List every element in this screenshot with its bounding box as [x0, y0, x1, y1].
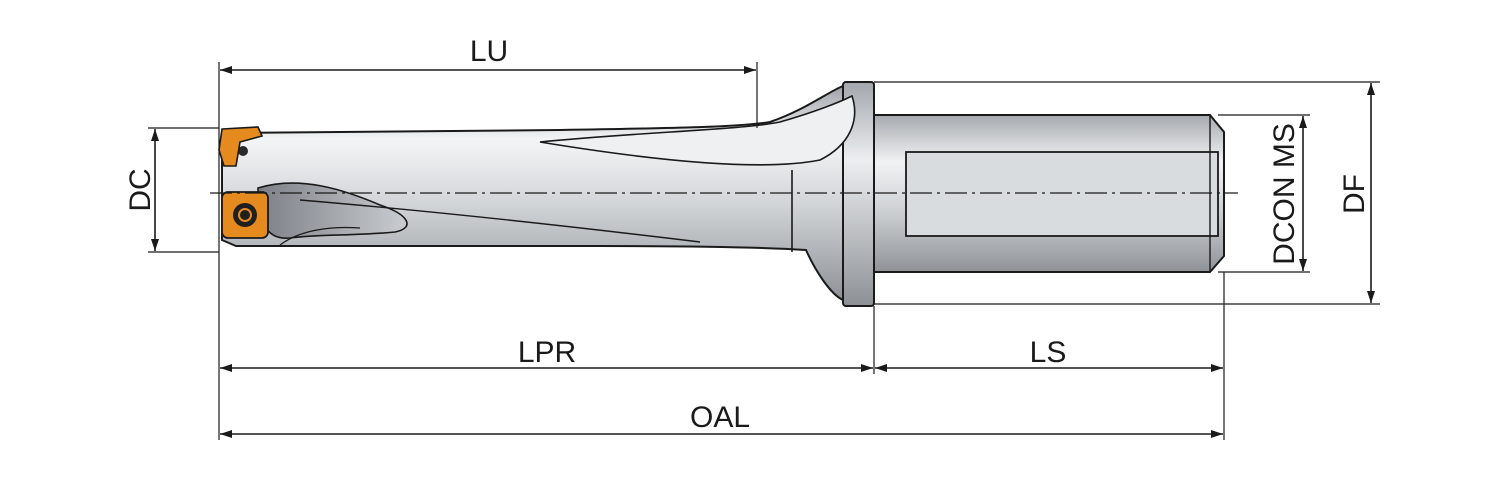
dimension-lines — [151, 66, 1375, 438]
helical-flute — [257, 182, 408, 239]
coolant-hole — [238, 146, 248, 156]
dimension-labels: LU DC LPR LS OAL DCON MS DF — [124, 35, 1371, 434]
lpr-label: LPR — [518, 336, 576, 369]
flute-edge — [299, 199, 701, 243]
upper-insert — [218, 126, 264, 167]
drill-tool — [218, 81, 1225, 307]
dc-label: DC — [124, 168, 157, 211]
oal-label: OAL — [690, 401, 750, 434]
shank-flat — [905, 151, 1219, 237]
insert-screw-icon — [233, 203, 257, 227]
df-label: DF — [1338, 174, 1371, 214]
extension-lines — [148, 62, 1380, 440]
lu-label: LU — [470, 35, 508, 68]
insert-screw-torx — [238, 208, 252, 222]
ls-label: LS — [1030, 336, 1067, 369]
upper-flute — [539, 94, 856, 166]
dcon-ms-label: DCON MS — [1268, 123, 1301, 265]
flute-edge-lower — [279, 226, 361, 246]
